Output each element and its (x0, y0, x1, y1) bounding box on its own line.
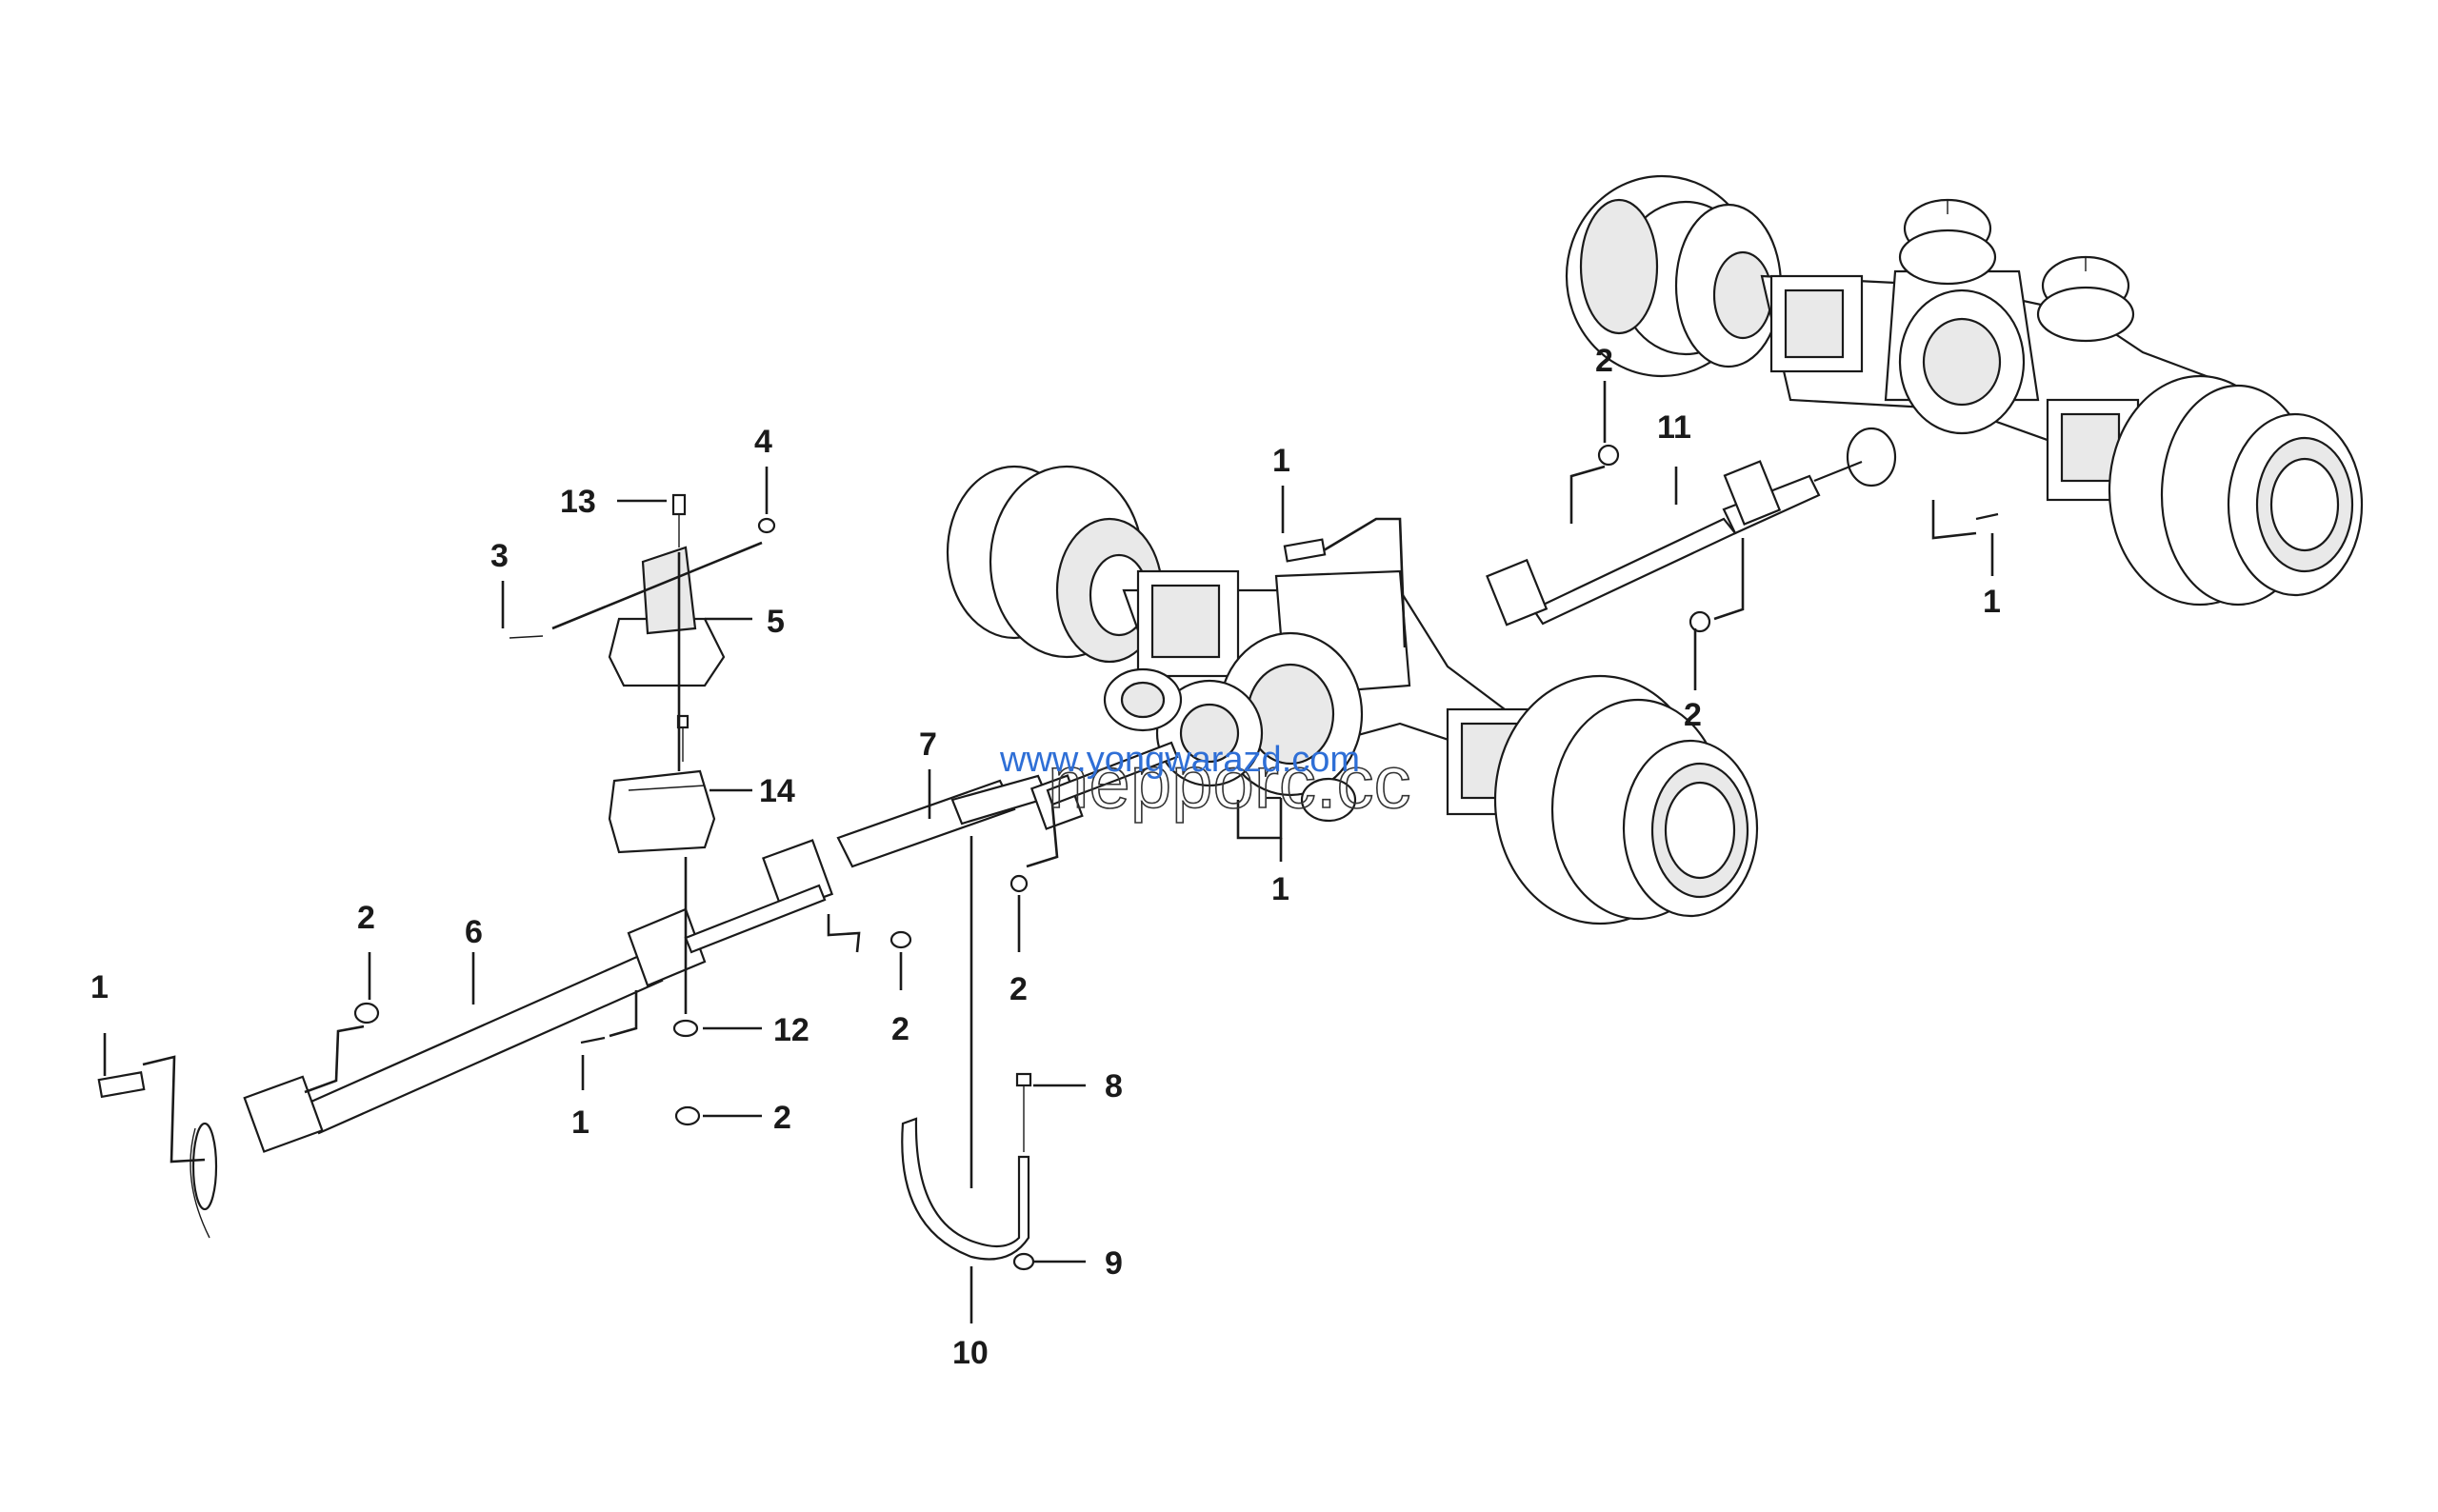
rear-drive-axle (1565, 174, 2364, 607)
callout-9: 9 (1105, 1245, 1123, 1282)
watermark-brand: nepporc.cc (1048, 740, 1411, 824)
callout-11: 11 (1657, 409, 1691, 446)
callout-1-left: 1 (90, 969, 109, 1005)
center-bearing-support (509, 493, 776, 854)
callout-1-low: 1 (1271, 871, 1289, 907)
callout-6: 6 (465, 914, 483, 950)
front-propeller-shaft-6 (190, 884, 827, 1239)
safety-strap-10 (901, 1072, 1035, 1271)
leader-lines (103, 381, 1994, 1323)
fasteners (97, 444, 1999, 1126)
callout-1-right: 1 (1983, 584, 2001, 620)
callout-7: 7 (919, 726, 937, 763)
callout-10: 10 (952, 1335, 989, 1371)
intermediate-drive-axle (946, 465, 1759, 925)
callout-labels: 1 2 6 1 12 2 3 13 4 5 14 7 2 2 8 9 10 1 … (90, 343, 2001, 1371)
callout-2-e: 2 (1595, 343, 1613, 379)
callout-1-mid: 1 (571, 1104, 590, 1141)
callout-5: 5 (767, 604, 785, 640)
callout-2-b: 2 (773, 1100, 791, 1136)
callout-2-c: 2 (891, 1011, 909, 1047)
callout-2-a: 2 (357, 900, 375, 936)
callout-1-top: 1 (1272, 443, 1290, 479)
callout-12: 12 (773, 1012, 809, 1048)
watermark: nepporc.cc www.yongwarazd.com (999, 739, 1411, 825)
callout-4: 4 (754, 424, 772, 460)
callout-13: 13 (560, 484, 596, 520)
callout-2-f: 2 (1684, 697, 1702, 733)
callout-2-d: 2 (1009, 971, 1028, 1007)
callout-3: 3 (490, 538, 509, 574)
watermark-url: www.yongwarazd.com (999, 740, 1360, 780)
callout-14: 14 (759, 773, 795, 809)
inter-axle-propeller-shaft (1486, 460, 1863, 627)
callout-8: 8 (1105, 1068, 1123, 1104)
